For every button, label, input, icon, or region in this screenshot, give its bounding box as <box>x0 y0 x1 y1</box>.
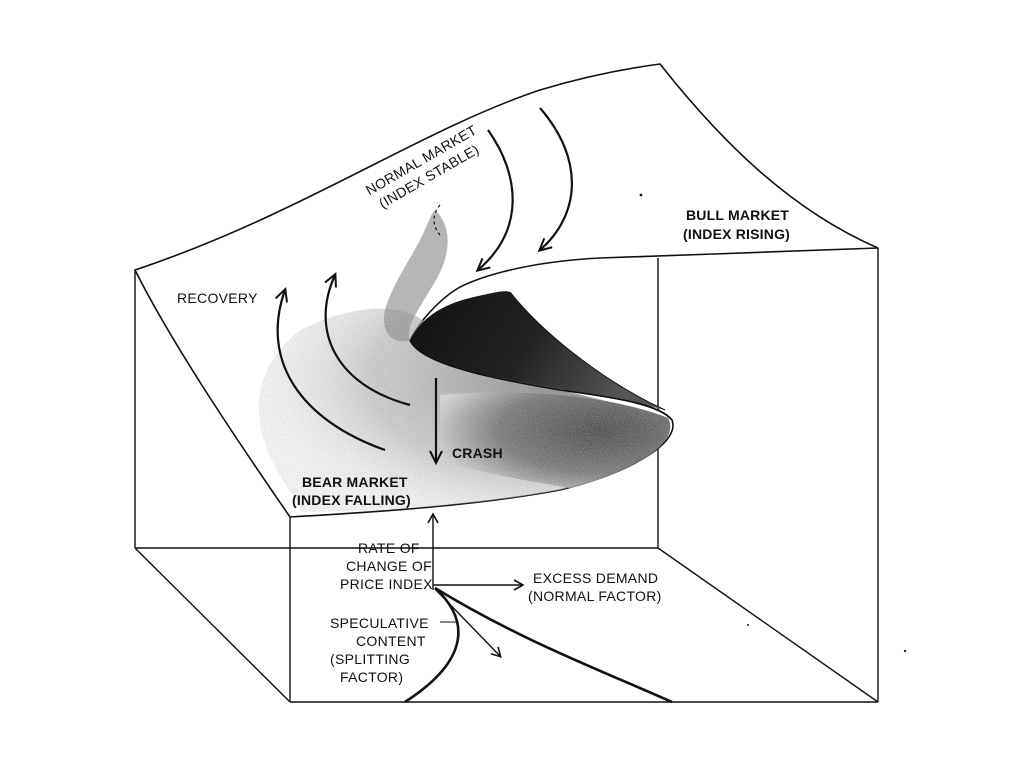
bull-market-subtitle: (INDEX RISING) <box>683 226 790 242</box>
spec-label-line2: CONTENT <box>356 633 426 649</box>
fold-underside-upper <box>410 291 665 410</box>
crash-label: CRASH <box>452 445 503 461</box>
spec-label-line4: FACTOR) <box>340 669 403 685</box>
control-plane <box>330 512 673 704</box>
axis-speculative-content <box>435 589 502 658</box>
frame-right-bottom-edge <box>657 547 879 703</box>
fold-top-grain <box>384 210 448 342</box>
bull-market-title: BULL MARKET <box>686 207 789 223</box>
scan-speck <box>639 193 643 197</box>
spec-label-line1: SPECULATIVE <box>330 615 429 631</box>
spec-label-line3: (SPLITTING <box>330 651 410 667</box>
fold-underside-lower-grain <box>440 392 671 488</box>
excess-demand-title: EXCESS DEMAND <box>533 570 658 586</box>
arrow-normal-to-bull-2 <box>537 107 573 253</box>
recovery-label: RECOVERY <box>177 290 258 306</box>
box-frame <box>134 248 879 703</box>
fold-upper-edge <box>509 291 666 411</box>
rate-label-line3: PRICE INDEX <box>340 576 433 592</box>
behavior-surface <box>133 63 879 518</box>
arrow-recovery-2 <box>324 272 411 407</box>
fold-edge-line <box>409 339 673 421</box>
scan-speck <box>903 649 907 653</box>
rate-label-line1: RATE OF <box>358 540 420 556</box>
bear-market-subtitle: (INDEX FALLING) <box>292 492 411 508</box>
excess-demand-subtitle: (NORMAL FACTOR) <box>528 588 662 604</box>
fold-hidden-edge <box>433 204 441 236</box>
frame-left-bottom-edge <box>134 547 291 703</box>
rate-label-line2: CHANGE OF <box>346 558 432 574</box>
scan-speck <box>747 624 749 626</box>
bear-market-title: BEAR MARKET <box>302 474 408 490</box>
arrow-recovery-1 <box>274 286 386 452</box>
arrow-normal-to-bull-1 <box>475 129 514 273</box>
flow-arrows <box>274 107 573 466</box>
cusp-curve-right <box>434 586 673 704</box>
